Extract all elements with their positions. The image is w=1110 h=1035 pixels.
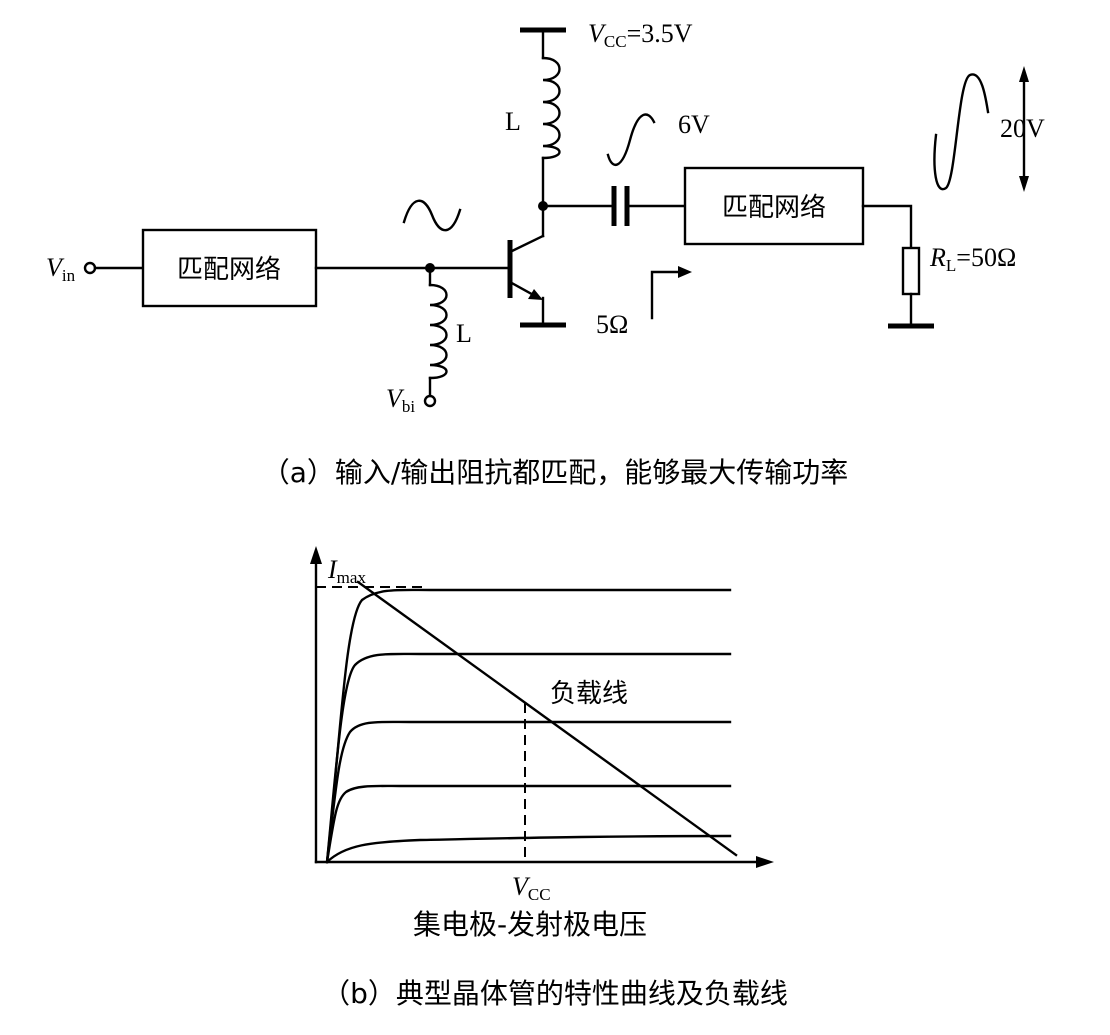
inductor-bottom	[428, 283, 448, 380]
characteristic-chart: Imax 负载线 VCC 集电极-发射极电压 （b）典型晶体管的特性曲线及负载线	[310, 546, 788, 1010]
output-swing-label: 6V	[678, 110, 710, 139]
characteristic-curve-4	[325, 784, 732, 864]
characteristic-curve-1	[325, 588, 732, 864]
network-to-load-wire	[861, 204, 913, 250]
matching-network-left	[141, 228, 318, 308]
load-swing-arrow-head-down	[1019, 176, 1029, 192]
inductor-top	[541, 56, 561, 160]
characteristic-curve-5	[325, 834, 732, 864]
caption-b: （b）典型晶体管的特性曲线及负载线	[322, 977, 788, 1010]
imax-label: Imax	[327, 555, 366, 587]
impedance-label: 5Ω	[596, 310, 628, 339]
x-axis-label: 集电极-发射极电压	[413, 908, 647, 941]
matching-network-right	[683, 166, 865, 246]
load-resistor	[901, 246, 921, 296]
inductor-bottom-label: L	[456, 319, 472, 348]
matching-network-left-label: 匹配网络	[177, 255, 281, 285]
load-resistor-label: RL=50Ω	[929, 243, 1016, 275]
y-axis-arrow	[310, 546, 322, 564]
load-swing-arrow-head-up	[1019, 66, 1029, 82]
impedance-arrow-head	[678, 266, 692, 278]
transistor	[507, 234, 566, 328]
matching-network-right-label: 匹配网络	[722, 193, 826, 223]
characteristic-curve-3	[325, 720, 732, 864]
impedance-arrow	[650, 270, 682, 320]
input-waveform	[402, 199, 462, 232]
vbi-label: Vbi	[386, 384, 415, 416]
load-swing-label: 20V	[1000, 114, 1045, 143]
load-line-label: 负载线	[550, 679, 628, 709]
caption-a: （a）输入/输出阻抗都匹配，能够最大传输功率	[262, 456, 849, 489]
vin-label: Vin	[46, 253, 76, 285]
x-tick-vcc-label: VCC	[512, 872, 551, 904]
inductor-top-label: L	[505, 107, 521, 136]
circuit-diagram: VCC=3.5V L 6V 匹配网络 RL=50Ω 20V	[46, 19, 1045, 489]
load-swing-waveform	[933, 73, 990, 191]
vin-terminal	[83, 261, 97, 275]
characteristic-curve-2	[325, 652, 732, 864]
output-swing-waveform	[606, 113, 656, 166]
vbi-terminal	[423, 394, 437, 408]
load-line	[356, 580, 738, 857]
x-axis-arrow	[756, 856, 774, 868]
vcc-label: VCC=3.5V	[588, 19, 693, 51]
